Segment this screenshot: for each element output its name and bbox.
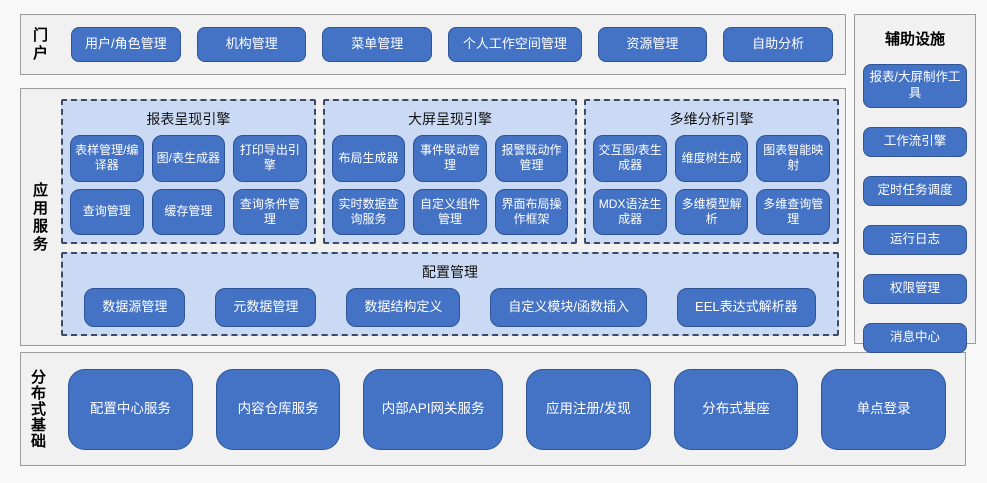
app-services-section: 应用服务 报表呈现引擎 表样管理/编译器 图/表生成器 打印导出引擎 查询管理 …	[20, 88, 846, 346]
config-management-title: 配置管理	[422, 264, 478, 280]
app-services-content: 报表呈现引擎 表样管理/编译器 图/表生成器 打印导出引擎 查询管理 缓存管理 …	[61, 99, 840, 336]
dist-node-single-sign-on: 单点登录	[821, 368, 947, 450]
portal-node-personal-workspace-management: 个人工作空间管理	[448, 27, 582, 62]
engine-node: 查询管理	[70, 188, 144, 235]
bigscreen-engine-title: 大屏呈现引擎	[408, 111, 492, 127]
engine-node: 查询条件管理	[233, 188, 307, 235]
portal-node-self-service-analysis: 自助分析	[723, 27, 834, 62]
dist-node-distributed-foundation: 分布式基座	[673, 368, 799, 450]
aux-node-permission-management: 权限管理	[863, 274, 967, 304]
config-node-datasource-management: 数据源管理	[84, 288, 186, 327]
portal-node-user-role-management: 用户/角色管理	[71, 27, 181, 62]
engine-node: 多维模型解析	[674, 188, 749, 235]
portal-node-organization-management: 机构管理	[196, 27, 307, 62]
dist-node-config-center-service: 配置中心服务	[68, 368, 193, 450]
engine-node: 缓存管理	[151, 188, 226, 235]
distributed-base-section: 分布式基础 配置中心服务 内容仓库服务 内部API网关服务 应用注册/发现 分布…	[20, 352, 966, 466]
engine-node: 实时数据查询服务	[331, 188, 406, 235]
app-services-section-label: 应用服务	[31, 181, 48, 254]
config-node-row: 数据源管理 元数据管理 数据结构定义 自定义模块/函数插入 EEL表达式解析器	[70, 288, 830, 327]
dist-node-content-repository-service: 内容仓库服务	[215, 368, 341, 450]
auxiliary-node-column: 报表/大屏制作工具 工作流引擎 定时任务调度 运行日志 权限管理 消息中心	[863, 64, 967, 353]
report-engine-title: 报表呈现引擎	[146, 111, 231, 127]
engine-node: MDX语法生成器	[593, 188, 667, 235]
config-management-panel: 配置管理 数据源管理 元数据管理 数据结构定义 自定义模块/函数插入 EEL表达…	[61, 252, 839, 336]
portal-node-row: 用户/角色管理 机构管理 菜单管理 个人工作空间管理 资源管理 自助分析	[71, 27, 834, 62]
bigscreen-engine-grid: 布局生成器 事件联动管理 报警既动作管理 实时数据查询服务 自定义组件管理 界面…	[331, 135, 569, 235]
config-node-custom-module-function-insert: 自定义模块/函数插入	[490, 288, 648, 327]
aux-node-run-log: 运行日志	[863, 225, 967, 255]
auxiliary-facilities-title: 辅助设施	[884, 31, 945, 48]
engine-node: 表样管理/编译器	[70, 135, 144, 182]
portal-section: 门户 用户/角色管理 机构管理 菜单管理 个人工作空间管理 资源管理 自助分析	[20, 14, 846, 75]
distributed-node-row: 配置中心服务 内容仓库服务 内部API网关服务 应用注册/发现 分布式基座 单点…	[68, 368, 947, 450]
engine-node: 事件联动管理	[413, 135, 487, 182]
engine-node: 报警既动作管理	[494, 135, 569, 182]
dist-node-app-registration-discovery: 应用注册/发现	[525, 368, 651, 450]
engine-node: 布局生成器	[331, 135, 406, 182]
engine-node: 维度树生成	[674, 135, 749, 182]
aux-node-report-bigscreen-authoring-tool: 报表/大屏制作工具	[863, 64, 967, 108]
aux-node-workflow-engine: 工作流引擎	[863, 127, 967, 157]
portal-node-resource-management: 资源管理	[597, 27, 708, 62]
config-node-eel-expression-parser: EEL表达式解析器	[677, 288, 816, 327]
engine-node: 交互图/表生成器	[593, 135, 667, 182]
aux-node-scheduled-task-scheduling: 定时任务调度	[863, 176, 967, 206]
distributed-base-section-label: 分布式基础	[29, 369, 46, 449]
aux-node-message-center: 消息中心	[863, 323, 967, 353]
auxiliary-facilities-section: 辅助设施 报表/大屏制作工具 工作流引擎 定时任务调度 运行日志 权限管理 消息…	[854, 14, 976, 353]
olap-engine-grid: 交互图/表生成器 维度树生成 图表智能映射 MDX语法生成器 多维模型解析 多维…	[593, 135, 830, 235]
engines-row: 报表呈现引擎 表样管理/编译器 图/表生成器 打印导出引擎 查询管理 缓存管理 …	[61, 99, 840, 244]
olap-engine-title: 多维分析引擎	[669, 111, 754, 127]
portal-node-menu-management: 菜单管理	[322, 27, 433, 62]
olap-engine-panel: 多维分析引擎 交互图/表生成器 维度树生成 图表智能映射 MDX语法生成器 多维…	[584, 99, 840, 244]
config-node-metadata-management: 元数据管理	[215, 288, 317, 327]
engine-node: 多维查询管理	[756, 188, 830, 235]
config-node-data-structure-definition: 数据结构定义	[346, 288, 461, 327]
report-engine-grid: 表样管理/编译器 图/表生成器 打印导出引擎 查询管理 缓存管理 查询条件管理	[70, 135, 307, 235]
engine-node: 界面布局操作框架	[494, 188, 569, 235]
engine-node: 图表智能映射	[756, 135, 830, 182]
report-engine-panel: 报表呈现引擎 表样管理/编译器 图/表生成器 打印导出引擎 查询管理 缓存管理 …	[61, 99, 316, 244]
engine-node: 打印导出引擎	[233, 135, 307, 182]
engine-node: 图/表生成器	[151, 135, 226, 182]
portal-section-label: 门户	[31, 26, 48, 63]
bigscreen-engine-panel: 大屏呈现引擎 布局生成器 事件联动管理 报警既动作管理 实时数据查询服务 自定义…	[322, 99, 578, 244]
engine-node: 自定义组件管理	[413, 188, 487, 235]
dist-node-internal-api-gateway-service: 内部API网关服务	[363, 368, 503, 450]
